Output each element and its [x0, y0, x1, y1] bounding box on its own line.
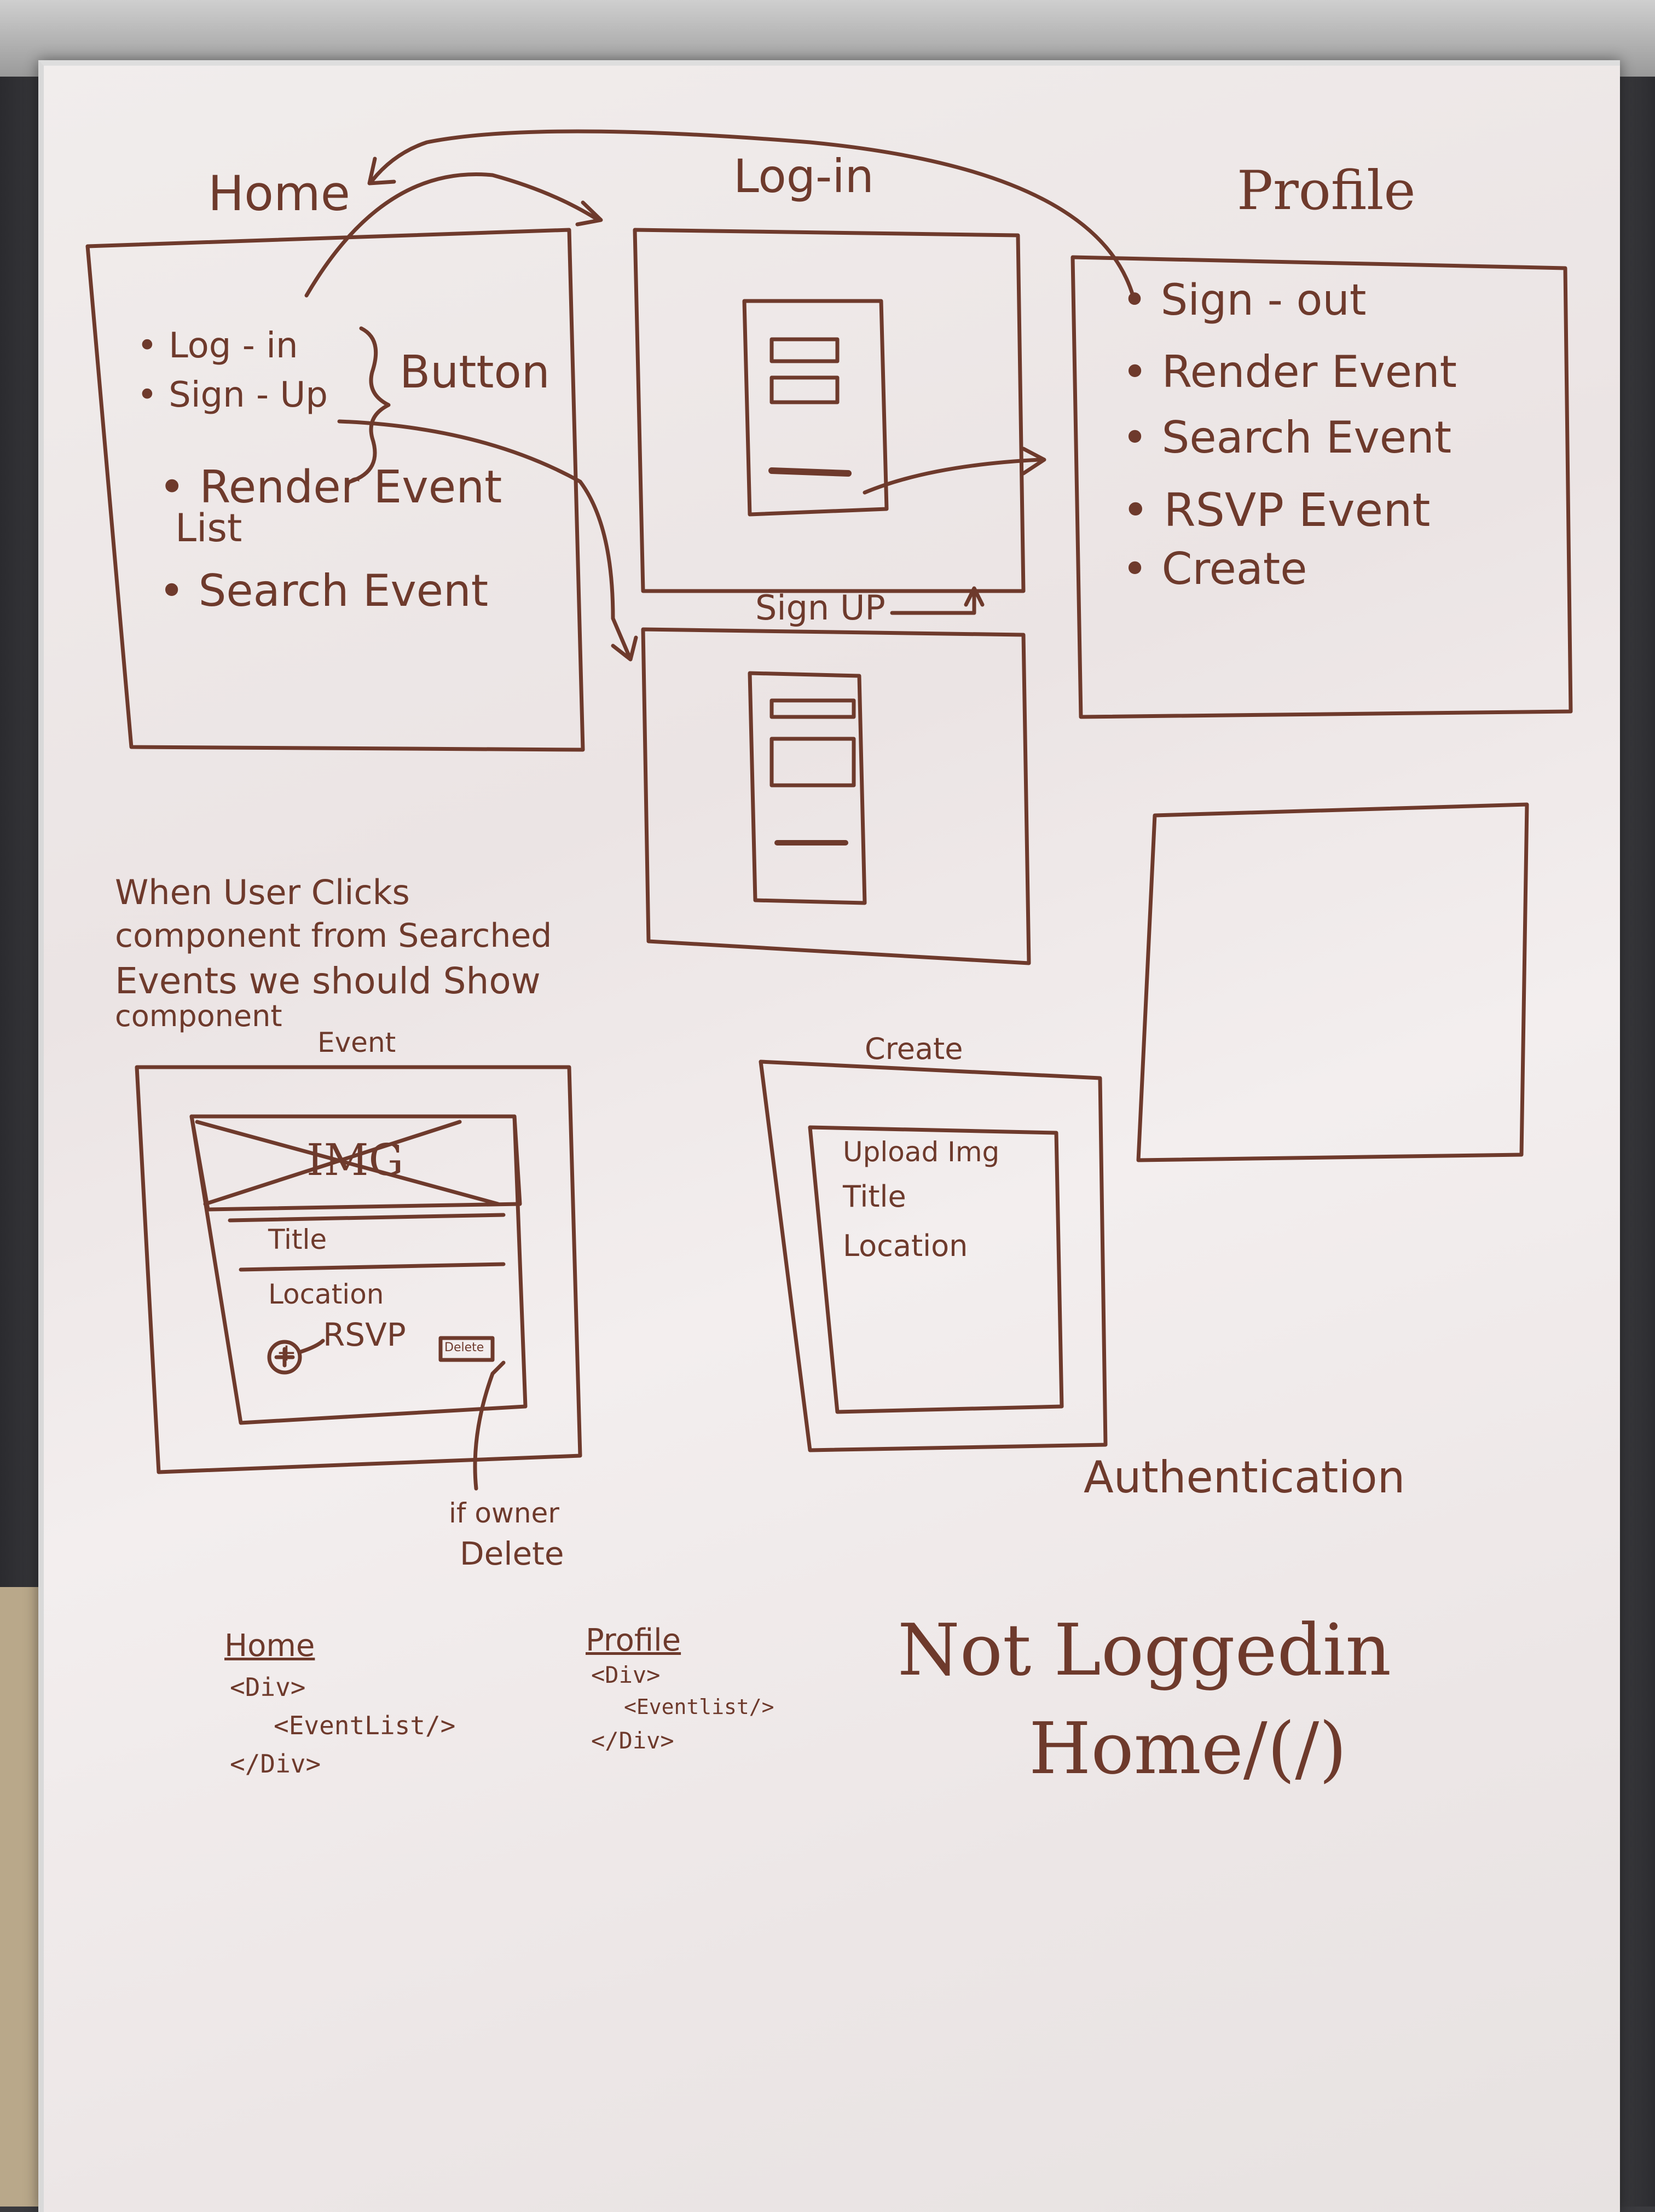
- event-box-outline: [135, 1065, 582, 1474]
- authentication-label: Authentication: [1084, 1452, 1405, 1503]
- rsvp-label: RSVP: [323, 1316, 406, 1353]
- login-form: [742, 299, 889, 517]
- profile-item-create: • Create: [1122, 543, 1307, 594]
- event-box-title: Event: [317, 1027, 396, 1058]
- signup-form: [748, 671, 867, 905]
- create-box-outline: [759, 1059, 1108, 1452]
- create-item-location: Location: [843, 1229, 968, 1263]
- create-form: [808, 1125, 1064, 1414]
- signup-box-outline: [641, 627, 1031, 965]
- home-item-render-list: List: [175, 506, 242, 551]
- profile-item-signout: • Sign - out: [1122, 276, 1367, 325]
- code-home-heading: Home: [224, 1628, 315, 1664]
- event-location-label: Location: [268, 1278, 384, 1310]
- code-profile-line-1: <Div>: [591, 1661, 661, 1688]
- profile-box-outline: [1070, 255, 1573, 719]
- whiteboard: Home • Log - in • Sign - Up Button • Ren…: [38, 60, 1620, 2212]
- arrow-to-delete: [473, 1360, 506, 1491]
- whiteboard-drawing: [85, 129, 1573, 1491]
- rsvp-plus-label: +: [276, 1339, 297, 1366]
- home-box-outline: [85, 228, 585, 752]
- code-profile-line-3: </Div>: [591, 1727, 674, 1754]
- code-home-line-3: </Div>: [230, 1749, 321, 1779]
- annotation-delete: Delete: [460, 1535, 564, 1572]
- arrow-login-to-profile: [863, 458, 1042, 495]
- empty-box-outline: [1136, 802, 1529, 1162]
- home-item-login: • Log - in: [137, 326, 298, 366]
- annotation-if-owner: if owner: [449, 1497, 559, 1529]
- note-line-2: component from Searched: [115, 917, 552, 955]
- event-title-label: Title: [268, 1224, 327, 1255]
- arrow-home-to-signup: [337, 419, 632, 659]
- home-item-signup: • Sign - Up: [137, 375, 328, 415]
- signup-arrow: [890, 589, 976, 615]
- profile-item-render: • Render Event: [1122, 346, 1457, 397]
- profile-box-title: Profile: [1237, 160, 1416, 222]
- plus-icon: [267, 1340, 302, 1375]
- signup-box-title: Sign UP: [755, 588, 886, 628]
- note-line-4: component: [115, 999, 282, 1033]
- arrow-profile-to-home: [370, 129, 1135, 298]
- create-box-title: Create: [865, 1032, 963, 1066]
- not-logged-in-label: Not Loggedin: [898, 1608, 1392, 1692]
- note-line-3: Events we should Show: [115, 960, 541, 1002]
- create-item-upload: Upload Img: [843, 1136, 1000, 1168]
- code-profile-heading: Profile: [586, 1623, 681, 1658]
- profile-item-rsvp: • RSVP Event: [1122, 483, 1431, 537]
- home-item-render: • Render Event: [159, 461, 502, 513]
- home-route-label: Home/(/): [1029, 1707, 1347, 1790]
- code-home-line-1: <Div>: [230, 1672, 306, 1702]
- button-brace: [348, 326, 391, 484]
- delete-button-small: Delete: [444, 1341, 484, 1354]
- img-label: IMG: [306, 1134, 404, 1185]
- code-profile-line-2: <Eventlist/>: [624, 1695, 774, 1719]
- home-item-search: • Search Event: [159, 565, 489, 616]
- home-box-title: Home: [208, 165, 350, 222]
- code-home-line-2: <EventList/>: [274, 1711, 456, 1740]
- login-box-title: Log-in: [733, 149, 874, 203]
- arrow-home-to-login: [304, 172, 599, 298]
- note-line-1: When User Clicks: [115, 872, 410, 912]
- login-box-outline: [633, 228, 1026, 593]
- create-item-title: Title: [843, 1179, 906, 1214]
- home-button-note: Button: [400, 346, 550, 398]
- profile-item-search: • Search Event: [1122, 412, 1452, 463]
- img-placeholder: [189, 1114, 522, 1212]
